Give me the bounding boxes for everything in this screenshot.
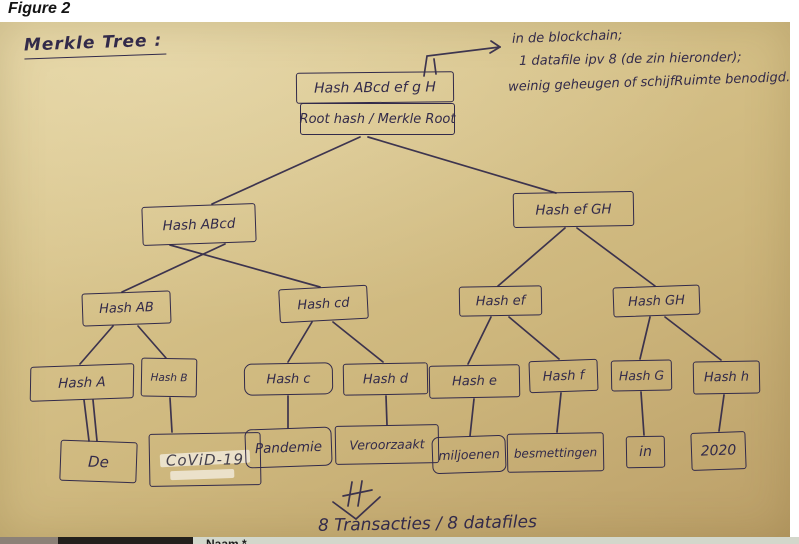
node-hash-cd: Hash cd <box>278 284 369 324</box>
node-root-hash: Hash ABcd ef g H <box>295 71 455 104</box>
node-label: Hash B <box>150 371 188 384</box>
leaf-label: Pandemie <box>254 438 323 457</box>
node-label: Hash A <box>58 373 106 392</box>
leaf-veroorzaakt: Veroorzaakt <box>334 424 440 465</box>
node-label: Hash f <box>542 367 585 385</box>
partial-form-label: Naam * <box>206 537 247 544</box>
leaf-label: CoViD-19 <box>165 449 245 470</box>
node-hash-f: Hash f <box>528 358 599 394</box>
node-hash-b: Hash B <box>140 357 198 398</box>
strip-segment-black <box>58 537 193 544</box>
node-label: Hash ABcd ef g H <box>314 78 436 97</box>
leaf-2020: 2020 <box>690 431 747 471</box>
node-hash-d: Hash d <box>342 362 429 396</box>
node-label: Root hash / Merkle Root <box>299 111 456 127</box>
node-hash-abcd: Hash ABcd <box>141 203 257 246</box>
leaf-de: De <box>59 439 138 484</box>
figure-caption: Figure 2 <box>8 0 71 17</box>
node-label: Hash h <box>703 369 750 386</box>
leaf-in: in <box>625 435 666 469</box>
node-hash-ef: Hash ef <box>458 285 543 317</box>
bottom-edge-strip: Naam * <box>0 537 799 544</box>
node-hash-g: Hash G <box>610 359 673 392</box>
node-hash-ab: Hash AB <box>81 290 172 327</box>
leaf-label: miljoenen <box>438 445 500 464</box>
node-label: Hash d <box>362 371 409 387</box>
leaf-besmettingen: besmettingen <box>506 432 605 473</box>
node-label: Hash cd <box>296 295 350 313</box>
node-label: Hash GH <box>627 292 686 310</box>
node-hash-gh: Hash GH <box>612 284 701 318</box>
node-root-label: Root hash / Merkle Root <box>300 103 455 135</box>
node-label: Hash ef GH <box>535 200 612 219</box>
node-label: Hash e <box>451 373 498 390</box>
whiteout-patch <box>170 468 235 481</box>
strip-segment-dark-brown <box>0 537 58 544</box>
leaf-label: in <box>638 443 653 461</box>
leaf-label: Veroorzaakt <box>349 436 425 453</box>
node-label: Hash ef <box>475 293 526 309</box>
leaf-pandemie: Pandemie <box>244 426 333 469</box>
leaf-miljoenen: miljoenen <box>431 434 507 475</box>
node-hash-efgh: Hash ef GH <box>512 190 635 229</box>
node-label: Hash c <box>266 371 311 387</box>
node-label: Hash AB <box>98 300 155 317</box>
node-hash-c: Hash c <box>243 362 334 396</box>
footer-note: 8 Transacties / 8 datafiles <box>317 512 538 536</box>
leaf-label: 2020 <box>700 442 737 460</box>
diagram-title: Merkle Tree : <box>23 30 167 60</box>
node-label: Hash G <box>618 367 665 384</box>
node-hash-h: Hash h <box>692 360 761 395</box>
node-hash-e: Hash e <box>428 364 521 399</box>
node-label: Hash ABcd <box>162 215 236 234</box>
leaf-label: besmettingen <box>513 444 598 461</box>
leaf-label: De <box>87 452 110 471</box>
node-hash-a: Hash A <box>29 363 135 402</box>
